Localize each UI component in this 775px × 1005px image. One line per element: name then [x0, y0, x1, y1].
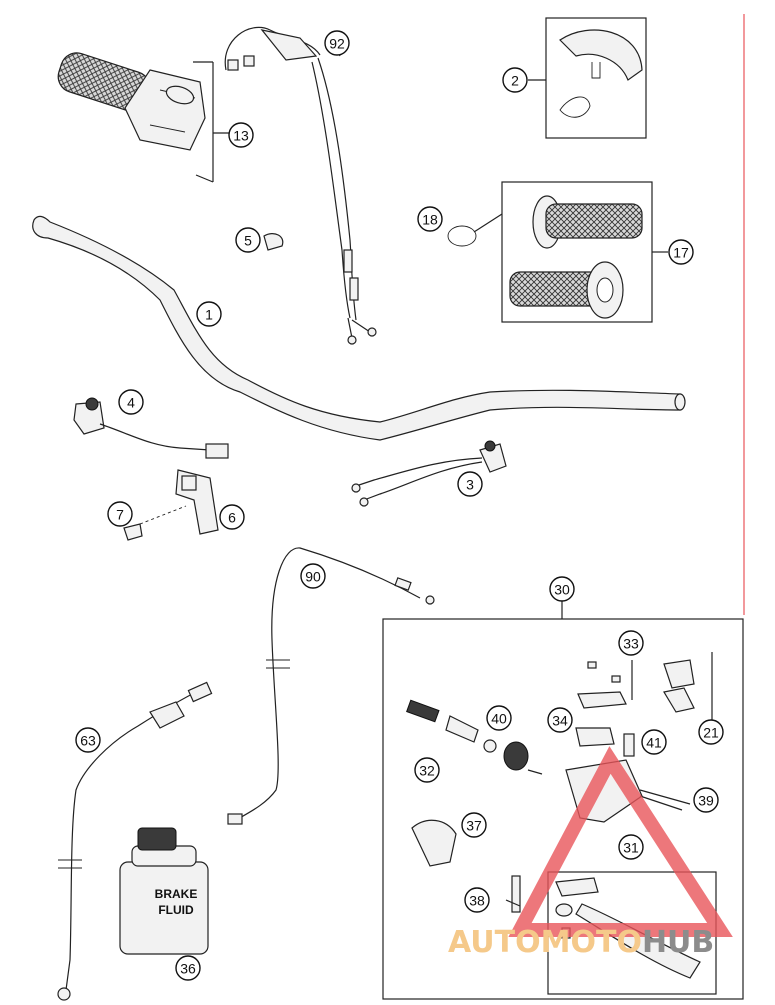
watermark: AUTOMOTOHUB — [448, 746, 733, 960]
callout-label: 3 — [466, 477, 474, 493]
callout-32: 32 — [414, 757, 440, 783]
throttle-grip-assembly — [57, 52, 230, 183]
callout-circle — [219, 504, 245, 530]
callout-90: 90 — [300, 563, 326, 589]
watermark-part1: AUTO — [448, 925, 541, 960]
callout-label: 37 — [466, 818, 482, 834]
callout-label: 30 — [554, 582, 570, 598]
callout-label: 38 — [469, 893, 485, 909]
callout-1: 1 — [196, 301, 222, 327]
callout-circle — [618, 834, 644, 860]
cable-tie — [447, 213, 503, 247]
callout-label: 31 — [623, 840, 639, 856]
callout-label: 33 — [623, 636, 639, 652]
callout-39: 39 — [693, 787, 719, 813]
callout-label: 40 — [491, 711, 507, 727]
callout-circle — [668, 239, 694, 265]
switch-right — [351, 440, 507, 507]
callout-circle — [547, 707, 573, 733]
callout-37: 37 — [461, 812, 487, 838]
callout-5: 5 — [235, 227, 261, 253]
callout-circle — [324, 30, 350, 56]
callout-circle — [300, 563, 326, 589]
callout-31: 31 — [618, 834, 644, 860]
callout-38: 38 — [464, 887, 490, 913]
callout-21: 21 — [698, 719, 724, 745]
bottle-label-fluid: FLUID — [158, 903, 194, 917]
callout-33: 33 — [618, 630, 644, 656]
watermark-text: AUTOMOTOHUB — [448, 925, 714, 960]
callout-18: 18 — [417, 206, 443, 232]
callout-circle — [414, 757, 440, 783]
callout-63: 63 — [75, 727, 101, 753]
callout-circle — [549, 576, 575, 602]
callout-circle — [228, 122, 254, 148]
clutch-cable — [227, 547, 435, 825]
callout-30: 30 — [549, 576, 575, 602]
callout-circle — [457, 471, 483, 497]
callout-41: 41 — [641, 729, 667, 755]
callout-circle — [461, 812, 487, 838]
hand-guard-box — [528, 17, 647, 139]
callout-92: 92 — [324, 30, 350, 56]
callout-36: 36 — [175, 955, 201, 981]
callout-label: 90 — [305, 569, 321, 585]
callout-circle — [118, 389, 144, 415]
callout-2: 2 — [502, 67, 528, 93]
callout-7: 7 — [107, 501, 133, 527]
callout-circle — [75, 727, 101, 753]
callout-label: 13 — [233, 128, 249, 144]
callout-label: 36 — [180, 961, 196, 977]
callout-circle — [502, 67, 528, 93]
callout-label: 4 — [127, 395, 135, 411]
callout-circle — [693, 787, 719, 813]
callout-40: 40 — [486, 705, 512, 731]
watermark-part2: MOTO — [541, 925, 642, 960]
callout-17: 17 — [668, 239, 694, 265]
callout-circle — [464, 887, 490, 913]
callout-4: 4 — [118, 389, 144, 415]
callout-circle — [107, 501, 133, 527]
callout-circle — [235, 227, 261, 253]
callout-label: 34 — [552, 713, 568, 729]
callout-13: 13 — [228, 122, 254, 148]
callout-label: 32 — [419, 763, 435, 779]
callout-34: 34 — [547, 707, 573, 733]
callout-circle — [175, 955, 201, 981]
callout-label: 2 — [511, 73, 519, 89]
callout-circle — [417, 206, 443, 232]
brake-fluid-bottle: BRAKE FLUID — [119, 827, 209, 955]
callout-circle — [641, 729, 667, 755]
callout-label: 39 — [698, 793, 714, 809]
mount-bracket — [123, 469, 219, 541]
callout-label: 1 — [205, 307, 213, 323]
callout-label: 41 — [646, 735, 662, 751]
watermark-part3: HUB — [642, 925, 714, 960]
callout-label: 21 — [703, 725, 719, 741]
callout-label: 92 — [329, 36, 345, 52]
callout-label: 5 — [244, 233, 252, 249]
switch-left — [73, 397, 229, 459]
callout-label: 7 — [116, 507, 124, 523]
brake-hose — [57, 681, 213, 1001]
callout-label: 6 — [228, 510, 236, 526]
watermark-triangle — [508, 746, 733, 937]
callout-label: 17 — [673, 245, 689, 261]
callout-circle — [486, 705, 512, 731]
callout-label: 63 — [80, 733, 96, 749]
callout-circle — [618, 630, 644, 656]
callout-circle — [698, 719, 724, 745]
throttle-cables — [224, 26, 377, 345]
callout-label: 18 — [422, 212, 438, 228]
callout-3: 3 — [457, 471, 483, 497]
clip-part — [263, 233, 284, 251]
callout-6: 6 — [219, 504, 245, 530]
handlebar — [32, 215, 686, 441]
bottle-label-brake: BRAKE — [155, 887, 198, 901]
callout-circle — [196, 301, 222, 327]
grips-box — [501, 181, 668, 323]
